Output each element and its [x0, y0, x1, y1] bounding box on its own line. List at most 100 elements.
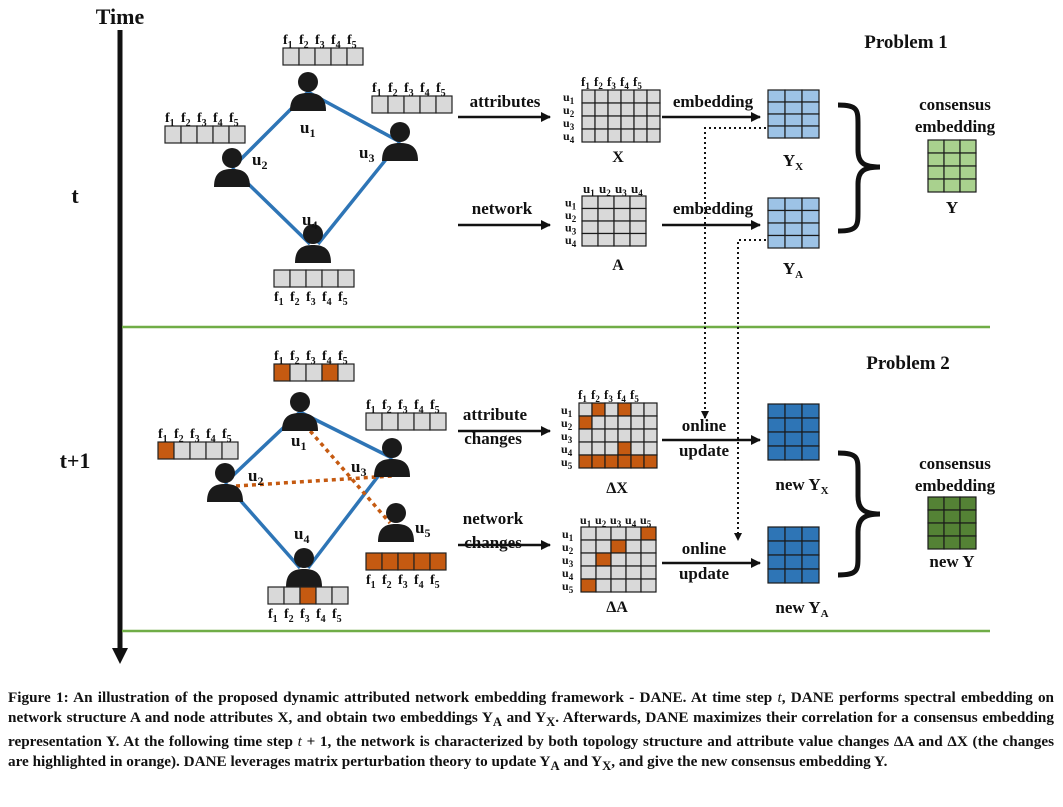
- feature-label: f2: [388, 81, 398, 99]
- matrix-cell: [604, 428, 619, 443]
- matrix-cell: [943, 178, 961, 193]
- matrix-cell: [633, 102, 648, 117]
- matrix-cell: [801, 417, 820, 433]
- flow-t: attributes network embedding embedding: [458, 92, 761, 230]
- matrix-cell: [643, 415, 658, 430]
- feature-label: f5: [436, 81, 446, 99]
- row-label: u3: [565, 221, 577, 237]
- feature-label: f5: [430, 573, 440, 591]
- attribute-cell: [346, 47, 364, 66]
- feature-label: f2: [181, 111, 191, 129]
- matrix-cell: [625, 539, 642, 554]
- column-label: f5: [633, 74, 642, 91]
- user-icon-u4: [286, 548, 322, 587]
- node-label: u4: [302, 210, 317, 232]
- consensus-embedding-label: embedding: [915, 476, 996, 495]
- row-label: u4: [562, 566, 574, 582]
- matrix-cell: [629, 232, 647, 247]
- matrix-cell: [629, 207, 647, 222]
- column-label: u4: [631, 181, 643, 198]
- matrix-caption: YX: [783, 151, 803, 173]
- feature-label: f1: [366, 573, 376, 591]
- matrix-caption: ΔX: [606, 480, 628, 497]
- matrix-cell: [943, 496, 961, 511]
- matrix-cell: [801, 403, 820, 419]
- column-label: u3: [615, 181, 627, 198]
- feature-label: f5: [338, 349, 348, 367]
- matrix-cell: [640, 578, 657, 593]
- user-icon-u3: [382, 122, 418, 161]
- matrix-cell: [784, 197, 803, 212]
- feature-label: f1: [268, 607, 278, 625]
- matrix-cell: [801, 209, 820, 224]
- matrix-caption: new YX: [775, 475, 828, 497]
- matrix-cell: [646, 128, 661, 143]
- matrix-cell: [646, 102, 661, 117]
- matrix-cell: [801, 554, 820, 570]
- matrix-cell: [625, 578, 642, 593]
- column-label: u2: [595, 513, 607, 529]
- feature-label: f4: [414, 573, 424, 591]
- feature-label: f5: [430, 398, 440, 416]
- matrix-cell: [784, 554, 803, 570]
- row-label: u2: [562, 540, 574, 556]
- row-label: u1: [565, 196, 577, 212]
- feature-label: f3: [404, 81, 414, 99]
- feature-label: f5: [332, 607, 342, 625]
- feature-label: f4: [331, 33, 341, 51]
- user-icon-u1: [290, 72, 326, 111]
- row-label: u5: [561, 455, 573, 471]
- matrix-cell: [801, 197, 820, 212]
- matrix-cell: [767, 431, 786, 447]
- matrix-cell: [581, 89, 596, 104]
- matrix-cell: [801, 101, 820, 115]
- matrix-cell: [767, 113, 786, 127]
- matrix-cell: [646, 115, 661, 130]
- network-changes-label: changes: [464, 533, 522, 552]
- matrix-cell: [581, 102, 596, 117]
- matrix-cell: [597, 232, 615, 247]
- matrix-cell: [943, 522, 961, 537]
- online-update-label: update: [679, 441, 730, 460]
- row-label: u3: [563, 116, 575, 132]
- feature-label: f3: [300, 607, 310, 625]
- node-label: u1: [291, 431, 306, 453]
- matrix-cell: [959, 165, 977, 180]
- matrix-cell: [959, 178, 977, 193]
- column-label: u5: [640, 513, 652, 529]
- matrix-cell: [580, 578, 597, 593]
- matrix-cell: [801, 568, 820, 584]
- feature-label: f4: [414, 398, 424, 416]
- attribute-cell: [429, 552, 447, 571]
- matrix-cell: [591, 402, 606, 417]
- matrix-cell: [617, 402, 632, 417]
- matrix-cell: [767, 526, 786, 542]
- feature-label: f1: [165, 111, 175, 129]
- feature-label: f2: [382, 573, 392, 591]
- matrix-cell: [959, 509, 977, 524]
- matrix-cell: [620, 102, 635, 117]
- matrix-cell: [604, 441, 619, 456]
- matrix-cell: [646, 89, 661, 104]
- matrix-cell: [927, 165, 945, 180]
- row-label: u4: [561, 442, 573, 458]
- feature-label: f1: [158, 427, 168, 445]
- attribute-cell: [289, 269, 307, 288]
- matrix-cell: [767, 568, 786, 584]
- consensus-embedding-Y: Y: [927, 139, 977, 217]
- user-icon-u4: [295, 224, 331, 263]
- matrix-cell: [630, 415, 645, 430]
- time-axis: Time t t+1: [60, 4, 144, 664]
- new-edge: [235, 474, 393, 488]
- consensus-embedding-label: consensus: [919, 95, 991, 114]
- matrix-cell: [959, 522, 977, 537]
- matrix-caption: Y: [946, 198, 958, 217]
- column-label: u4: [625, 513, 637, 529]
- matrix-cell: [617, 415, 632, 430]
- column-label: f5: [630, 387, 639, 404]
